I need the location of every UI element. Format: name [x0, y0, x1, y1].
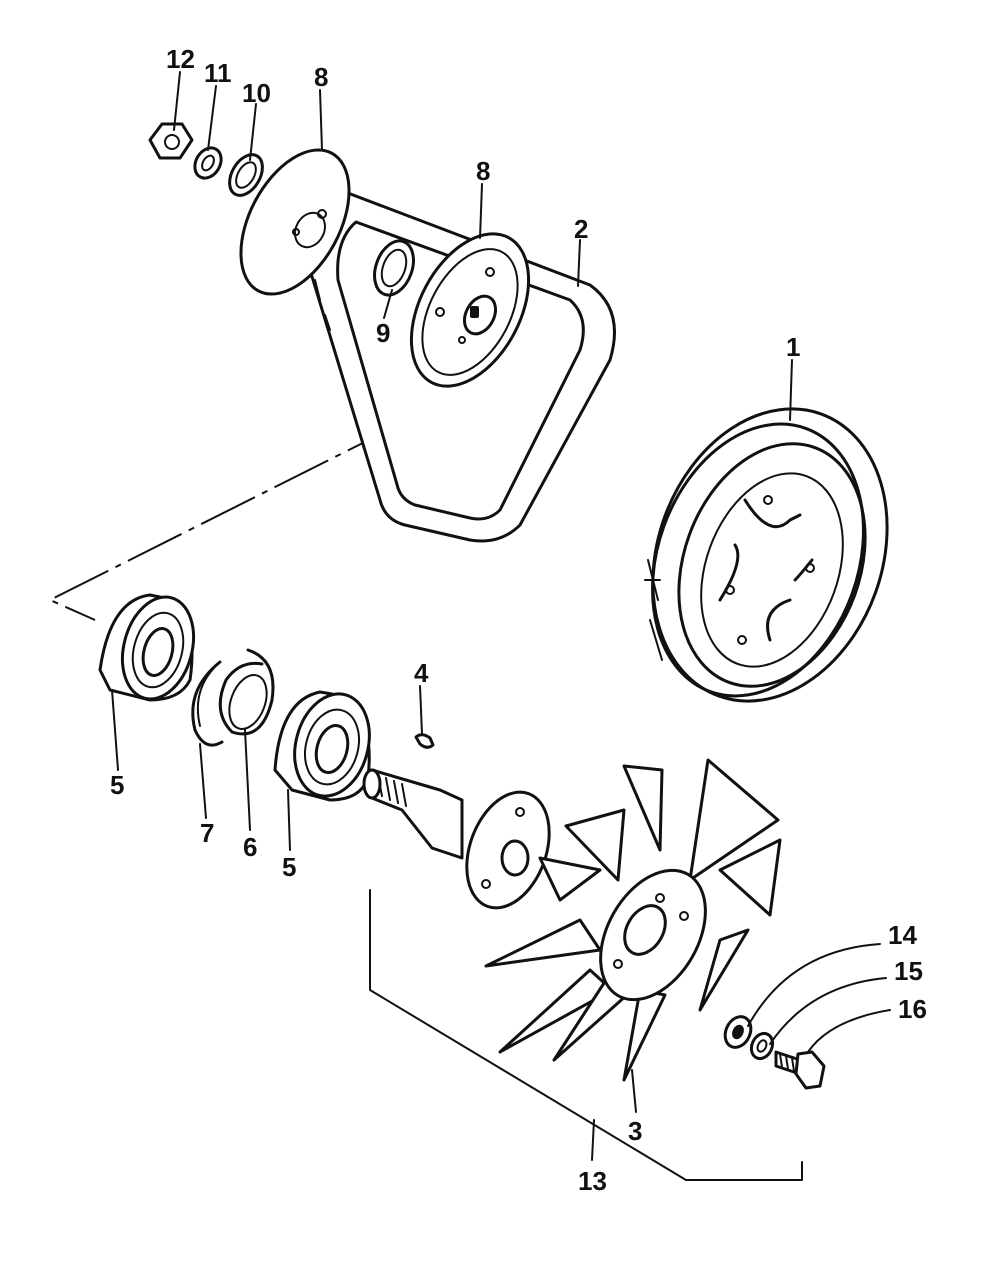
- part-11-lock-washer: [193, 146, 223, 180]
- part-8-sheave-inner: [409, 232, 531, 388]
- callout-labels: 12 11 10 8 8 2 9 1 4 5 7 6 5 3 13 14 15 …: [110, 44, 927, 1196]
- callout-8-inner: 8: [476, 156, 490, 186]
- callout-15: 15: [894, 956, 923, 986]
- part-16-bolt: [774, 1050, 826, 1090]
- part-3-fan: [484, 758, 782, 1082]
- part-13-shaft: [362, 768, 551, 910]
- callout-1: 1: [786, 332, 800, 362]
- callout-7: 7: [200, 818, 214, 848]
- callout-4: 4: [414, 658, 429, 688]
- part-12-nut: [148, 122, 194, 160]
- part-8-sheave-outer: [239, 148, 351, 296]
- assembly-13-bracket: [369, 889, 803, 1181]
- callout-3: 3: [628, 1116, 642, 1146]
- part-9-spacer: [373, 239, 415, 297]
- callout-10: 10: [242, 78, 271, 108]
- callout-16: 16: [898, 994, 927, 1024]
- callout-5-right: 5: [282, 852, 296, 882]
- leader-lines: [111, 71, 891, 1161]
- callout-5-left: 5: [110, 770, 124, 800]
- callout-12: 12: [166, 44, 195, 74]
- part-10-washer: [228, 153, 264, 197]
- callout-6: 6: [243, 832, 257, 862]
- part-5-bearing-right: [273, 690, 371, 802]
- part-7-snap-ring: [191, 660, 224, 747]
- part-15-lock-washer: [749, 1031, 775, 1061]
- callout-8-outer: 8: [314, 62, 328, 92]
- callout-11: 11: [204, 58, 232, 88]
- callout-13: 13: [578, 1166, 607, 1196]
- part-5-bearing-left: [98, 593, 195, 702]
- part-6-retaining-ring: [218, 648, 275, 736]
- part-4-key: [414, 733, 435, 749]
- part-1-pulley: [644, 407, 889, 703]
- callout-2: 2: [574, 214, 588, 244]
- callout-9: 9: [376, 318, 390, 348]
- part-14-washer: [723, 1015, 753, 1049]
- callout-14: 14: [888, 920, 917, 950]
